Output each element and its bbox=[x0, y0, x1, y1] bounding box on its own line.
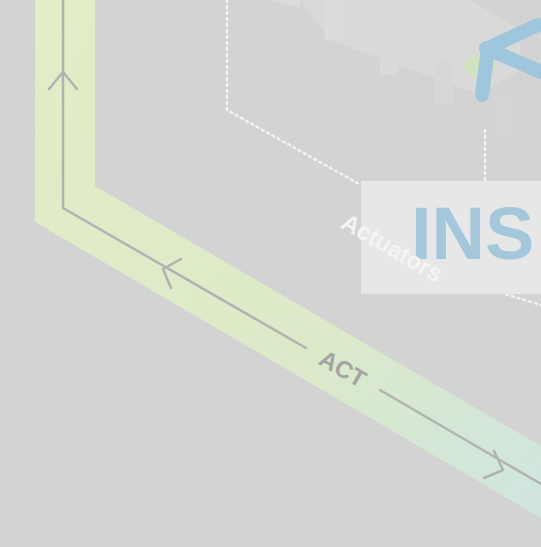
blue-arrow bbox=[482, 25, 541, 95]
act-loop-line bbox=[49, 0, 541, 484]
act-band bbox=[35, 0, 541, 518]
dotted-outline bbox=[227, 0, 541, 305]
